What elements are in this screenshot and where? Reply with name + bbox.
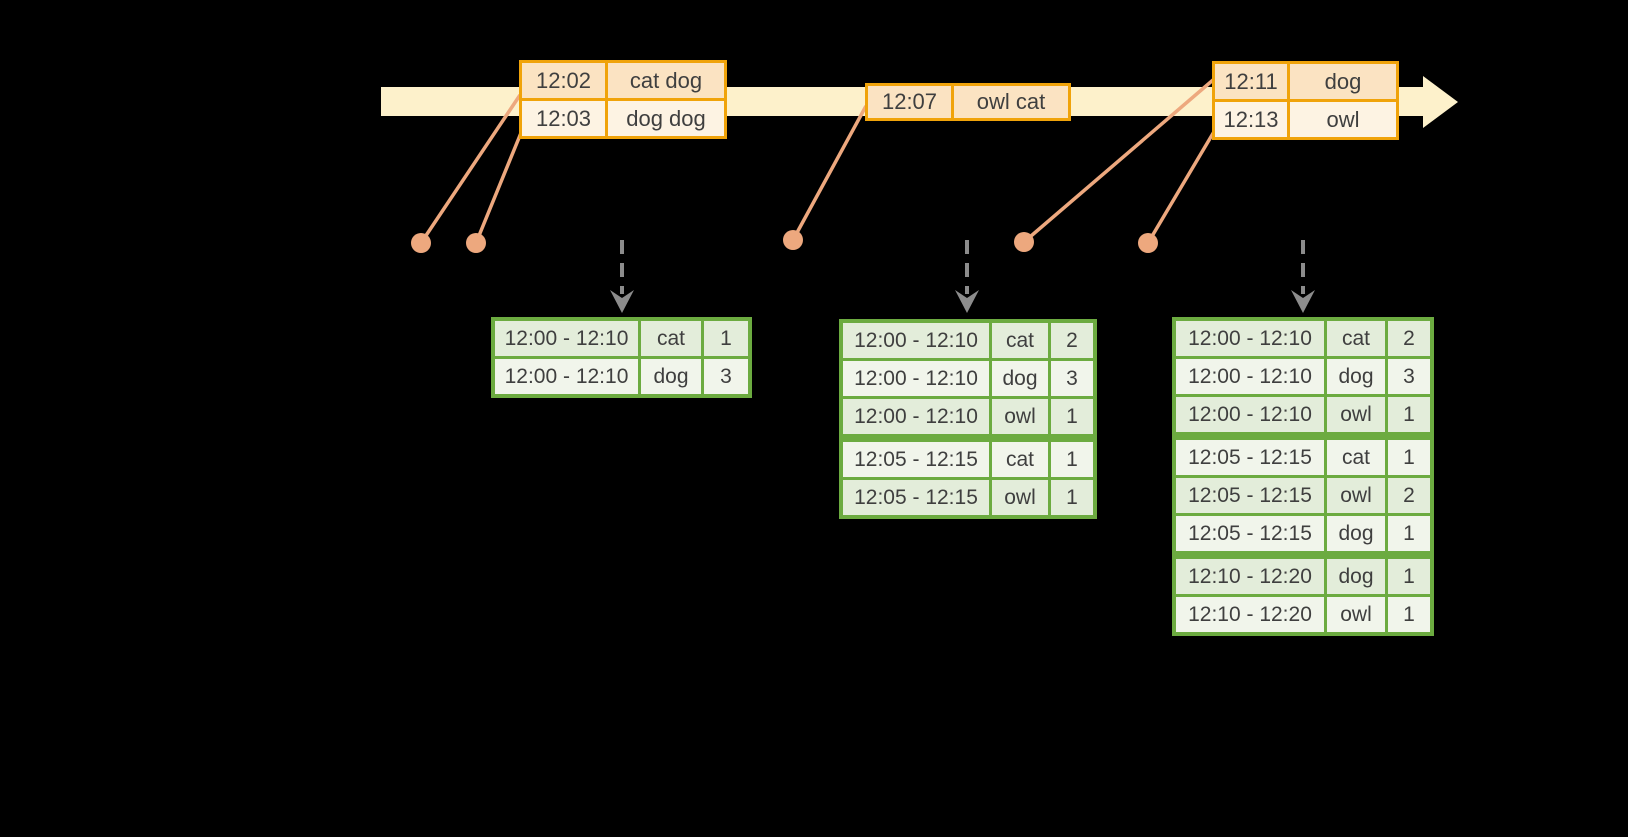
word-cell: owl [992, 399, 1048, 434]
window-cell: 12:00 - 12:10 [843, 361, 989, 396]
window-cell: 12:05 - 12:15 [843, 480, 989, 515]
event-pointer-lines [419, 78, 1217, 244]
result-row: 12:00 - 12:10 owl 1 [843, 399, 1093, 434]
word-cell: owl [1327, 478, 1385, 513]
event-words-cell: owl [1290, 102, 1396, 137]
word-cell: dog [641, 359, 701, 394]
event-time-cell: 12:11 [1215, 64, 1287, 99]
word-cell: owl [1327, 597, 1385, 632]
count-cell: 1 [704, 321, 748, 356]
count-cell: 1 [1051, 442, 1093, 477]
count-cell: 3 [1051, 361, 1093, 396]
result-row: 12:05 - 12:15 owl 2 [1176, 478, 1430, 513]
count-cell: 2 [1388, 321, 1430, 356]
window-cell: 12:00 - 12:10 [843, 399, 989, 434]
count-cell: 2 [1388, 478, 1430, 513]
word-cell: dog [1327, 359, 1385, 394]
word-cell: cat [1327, 321, 1385, 356]
window-cell: 12:05 - 12:15 [843, 442, 989, 477]
trigger-arrowhead-icon [955, 290, 979, 313]
event-row: 12:11 dog [1215, 64, 1396, 99]
result-row: 12:00 - 12:10 dog 3 [1176, 359, 1430, 394]
result-row: 12:05 - 12:15 dog 1 [1176, 516, 1430, 551]
result-row: 12:00 - 12:10 cat 2 [843, 323, 1093, 358]
window-cell: 12:05 - 12:15 [1176, 478, 1324, 513]
event-row: 12:07 owl cat [868, 86, 1068, 118]
event-time-cell: 12:02 [522, 63, 605, 98]
event-time-cell: 12:03 [522, 101, 605, 136]
window-cell: 12:10 - 12:20 [1176, 597, 1324, 632]
count-cell: 3 [704, 359, 748, 394]
event-marker-dots [411, 230, 1158, 253]
result-row: 12:00 - 12:10 owl 1 [1176, 397, 1430, 432]
window-cell: 12:00 - 12:10 [1176, 321, 1324, 356]
result-row: 12:05 - 12:15 cat 1 [1176, 440, 1430, 475]
word-cell: cat [1327, 440, 1385, 475]
window-cell: 12:00 - 12:10 [1176, 359, 1324, 394]
result-row: 12:05 - 12:15 cat 1 [843, 442, 1093, 477]
event-pointer-line [1146, 129, 1217, 244]
event-marker-dot [466, 233, 486, 253]
count-cell: 1 [1388, 597, 1430, 632]
event-time-cell: 12:07 [868, 86, 951, 118]
event-time-cell: 12:13 [1215, 102, 1287, 137]
window-cell: 12:05 - 12:15 [1176, 516, 1324, 551]
event-pointer-line [419, 94, 522, 244]
word-cell: dog [992, 361, 1048, 396]
word-cell: dog [1327, 516, 1385, 551]
event-table-2: 12:07 owl cat [865, 83, 1071, 121]
trigger-arrowhead-icon [1291, 290, 1315, 313]
event-words-cell: cat dog [608, 63, 724, 98]
event-words-cell: owl cat [954, 86, 1068, 118]
result-row: 12:00 - 12:10 cat 2 [1176, 321, 1430, 356]
window-cell: 12:05 - 12:15 [1176, 440, 1324, 475]
result-row: 12:10 - 12:20 owl 1 [1176, 597, 1430, 632]
event-words-cell: dog dog [608, 101, 724, 136]
window-cell: 12:00 - 12:10 [843, 323, 989, 358]
word-cell: owl [1327, 397, 1385, 432]
word-cell: cat [992, 442, 1048, 477]
event-marker-dot [1014, 232, 1034, 252]
event-pointer-line [791, 105, 868, 241]
word-cell: dog [1327, 559, 1385, 594]
window-cell: 12:00 - 12:10 [1176, 397, 1324, 432]
count-cell: 1 [1388, 559, 1430, 594]
result-table-3: 12:00 - 12:10 cat 2 12:00 - 12:10 dog 3 … [1172, 317, 1434, 636]
timeline-arrowhead-icon [1423, 76, 1458, 128]
word-cell: owl [992, 480, 1048, 515]
event-table-1: 12:02 cat dog 12:03 dog dog [519, 60, 727, 139]
word-cell: cat [641, 321, 701, 356]
result-row: 12:00 - 12:10 cat 1 [495, 321, 748, 356]
event-marker-dot [411, 233, 431, 253]
result-table-1: 12:00 - 12:10 cat 1 12:00 - 12:10 dog 3 [491, 317, 752, 398]
event-words-cell: dog [1290, 64, 1396, 99]
count-cell: 1 [1388, 397, 1430, 432]
window-cell: 12:10 - 12:20 [1176, 559, 1324, 594]
event-pointer-line [1022, 78, 1215, 244]
count-cell: 3 [1388, 359, 1430, 394]
event-table-3: 12:11 dog 12:13 owl [1212, 61, 1399, 140]
event-pointer-line [474, 127, 525, 244]
count-cell: 1 [1388, 440, 1430, 475]
event-row: 12:03 dog dog [522, 101, 724, 136]
event-row: 12:02 cat dog [522, 63, 724, 98]
result-row: 12:10 - 12:20 dog 1 [1176, 559, 1430, 594]
count-cell: 2 [1051, 323, 1093, 358]
window-cell: 12:00 - 12:10 [495, 359, 638, 394]
event-marker-dot [1138, 233, 1158, 253]
count-cell: 1 [1388, 516, 1430, 551]
count-cell: 1 [1051, 480, 1093, 515]
count-cell: 1 [1051, 399, 1093, 434]
result-row: 12:00 - 12:10 dog 3 [495, 359, 748, 394]
event-row: 12:13 owl [1215, 102, 1396, 137]
trigger-arrows [610, 240, 1315, 313]
word-cell: cat [992, 323, 1048, 358]
event-marker-dot [783, 230, 803, 250]
result-table-2: 12:00 - 12:10 cat 2 12:00 - 12:10 dog 3 … [839, 319, 1097, 519]
trigger-arrowhead-icon [610, 290, 634, 313]
result-row: 12:05 - 12:15 owl 1 [843, 480, 1093, 515]
result-row: 12:00 - 12:10 dog 3 [843, 361, 1093, 396]
window-cell: 12:00 - 12:10 [495, 321, 638, 356]
